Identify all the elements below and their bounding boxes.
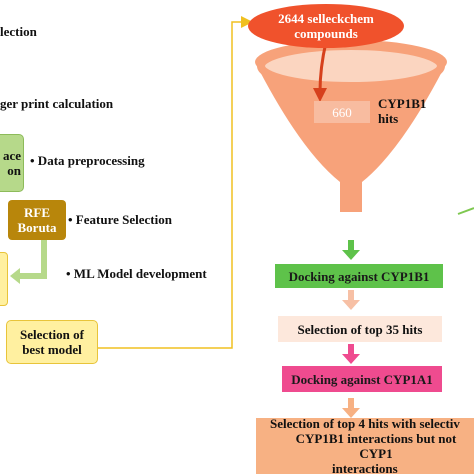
hits-label-line1: CYP1B1 <box>378 96 427 111</box>
arrow-top35-to-dock1a1 <box>342 344 360 364</box>
red-arrowhead <box>313 88 327 102</box>
yellow-connector-best-model <box>98 16 253 349</box>
final-line1: Selection of top 4 hits with selectiv <box>270 418 460 431</box>
docking-cyp1a1-step: Docking against CYP1A1 <box>282 366 442 392</box>
hits-count-box: 660 <box>314 101 370 123</box>
compounds-ellipse: 2644 selleckchem compounds <box>248 4 404 48</box>
step-selection-label: lection <box>0 24 37 39</box>
best-model-line1: Selection of <box>20 327 84 342</box>
arrow-funnel-to-dock1b1 <box>342 240 360 260</box>
variance-box-line1: ace <box>2 148 21 163</box>
variance-box-line2: on <box>7 163 21 178</box>
final-line2: CYP1B1 interactions but not CYP1 <box>295 431 457 461</box>
funnel-rim <box>257 42 445 90</box>
step-fingerprint-label: ger print calculation <box>0 96 114 111</box>
preprocessing-label: • Data preprocessing <box>30 153 145 168</box>
feature-selection-label: • Feature Selection <box>68 212 172 227</box>
final-selection-step: Selection of top 4 hits with selectiv CY… <box>256 418 474 474</box>
compounds-line2: compounds <box>294 26 358 41</box>
best-model-box: Selection of best model <box>6 320 98 364</box>
final-line3: interactions <box>332 461 398 474</box>
rfe-boruta-box: RFE Boruta <box>8 200 66 240</box>
best-model-line2: best model <box>22 342 82 357</box>
docking-cyp1b1-step: Docking against CYP1B1 <box>275 264 443 288</box>
compounds-line1: 2644 selleckchem <box>278 11 374 26</box>
green-elbow-arrow <box>20 236 47 279</box>
green-elbow-arrowhead <box>10 268 20 284</box>
hits-label-line2: hits <box>378 111 399 126</box>
arrow-dock1a1-to-final <box>342 398 360 418</box>
rfe-box-line1: RFE <box>24 205 50 220</box>
green-side-connector <box>457 207 474 215</box>
rfe-box-line2: Boruta <box>17 220 57 235</box>
variance-box: ace on <box>0 134 24 192</box>
top35-selection-step: Selection of top 35 hits <box>278 316 442 342</box>
arrow-dock1b1-to-top35 <box>342 290 360 310</box>
ml-model-label: • ML Model development <box>66 266 207 281</box>
ml-model-box <box>0 252 8 306</box>
